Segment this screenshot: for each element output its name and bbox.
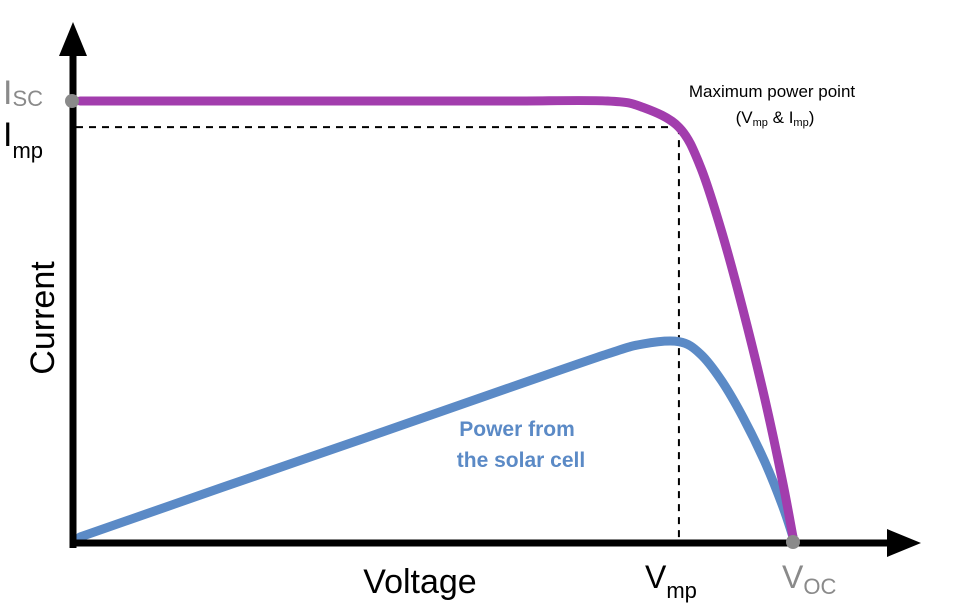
- power-curve: [75, 336, 798, 542]
- y-tick-label-isc: ISC: [3, 74, 43, 112]
- x-axis-title: Voltage: [363, 563, 476, 601]
- x-tick-label-voc: VOC: [782, 559, 836, 599]
- mpp-annotation-line1: Maximum power point: [689, 82, 856, 101]
- y-axis-title: Current: [24, 261, 62, 375]
- y-axis-arrowhead: [59, 22, 87, 56]
- iv-curve: [75, 96, 798, 542]
- power-annotation-line1: Power from: [459, 418, 575, 441]
- mpp-annotation-line2: (Vmp & Imp): [736, 108, 815, 129]
- x-tick-label-vmp: Vmp: [645, 559, 697, 603]
- y-tick-label-imp: Imp: [3, 116, 43, 163]
- isc-marker: [65, 94, 79, 108]
- power-annotation-line2: the solar cell: [457, 449, 585, 472]
- voc-marker: [786, 535, 800, 549]
- x-axis-arrowhead: [887, 529, 921, 557]
